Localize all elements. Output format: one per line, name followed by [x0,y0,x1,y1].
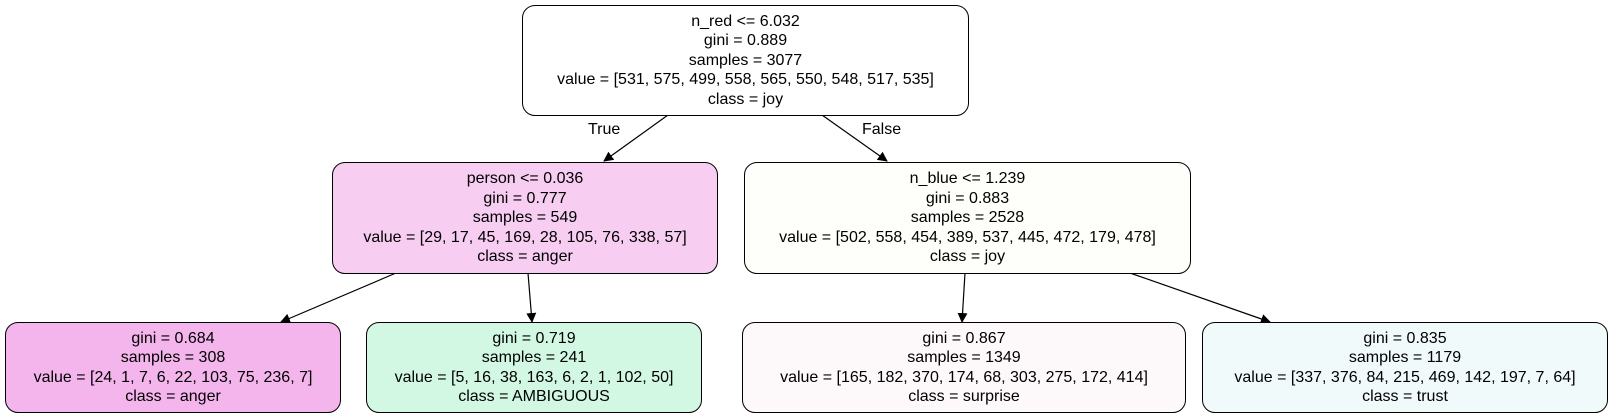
node-gini: gini = 0.777 [483,189,567,207]
edge-right-to-right-right [1129,272,1271,324]
edge-label-true: True [588,121,621,138]
node-gini: gini = 0.835 [1363,329,1447,347]
tree-leaf-left-right: gini = 0.719 samples = 241 value = [5, 1… [366,322,702,413]
node-gini: gini = 0.684 [131,329,215,347]
node-split-condition: n_blue <= 1.239 [909,170,1026,188]
node-samples: samples = 549 [472,209,578,227]
tree-node-root: n_red <= 6.032 gini = 0.889 samples = 30… [522,5,969,116]
node-value: value = [337, 376, 84, 215, 469, 142, 19… [1234,368,1576,386]
node-value: value = [29, 17, 45, 169, 28, 105, 76, 3… [363,228,687,246]
node-class: class = anger [125,388,221,405]
node-samples: samples = 308 [120,349,226,366]
node-gini: gini = 0.719 [492,329,576,347]
node-samples: samples = 3077 [688,51,803,69]
node-gini: gini = 0.889 [703,32,788,50]
node-value: value = [24, 1, 7, 6, 22, 103, 75, 236, … [33,368,313,386]
node-value: value = [502, 558, 454, 389, 537, 445, 4… [779,228,1156,246]
node-class: class = surprise [908,388,1020,405]
node-samples: samples = 1179 [1348,349,1462,366]
tree-leaf-left-left: gini = 0.684 samples = 308 value = [24, … [5,322,341,413]
edge-right-to-right-left [957,272,968,323]
node-value: value = [165, 182, 370, 174, 68, 303, 27… [780,368,1148,386]
node-value: value = [5, 16, 38, 163, 6, 2, 1, 102, 5… [394,368,674,386]
edge-root-to-right [821,114,888,162]
node-class: class = joy [929,248,1006,266]
tree-leaf-right-right: gini = 0.835 samples = 1179 value = [337… [1202,322,1608,413]
tree-node-left: person <= 0.036 gini = 0.777 samples = 5… [332,162,718,274]
edge-left-to-left-right [526,272,537,323]
node-value: value = [531, 575, 499, 558, 565, 550, 5… [557,71,934,89]
edge-label-false: False [862,121,902,138]
tree-leaf-right-left: gini = 0.867 samples = 1349 value = [165… [742,322,1186,413]
node-samples: samples = 2528 [910,209,1025,227]
node-split-condition: n_red <= 6.032 [691,12,800,30]
node-class: class = trust [1362,388,1448,405]
node-samples: samples = 241 [481,349,587,366]
tree-node-right: n_blue <= 1.239 gini = 0.883 samples = 2… [744,162,1191,274]
edge-root-to-left [603,114,669,162]
node-class: class = joy [707,90,784,108]
node-class: class = AMBIGUOUS [458,388,610,405]
node-samples: samples = 1349 [907,349,1021,366]
node-gini: gini = 0.867 [922,329,1006,347]
node-class: class = anger [477,248,573,266]
node-split-condition: person <= 0.036 [466,170,584,188]
node-gini: gini = 0.883 [925,189,1010,207]
edge-left-to-left-left [280,272,397,324]
